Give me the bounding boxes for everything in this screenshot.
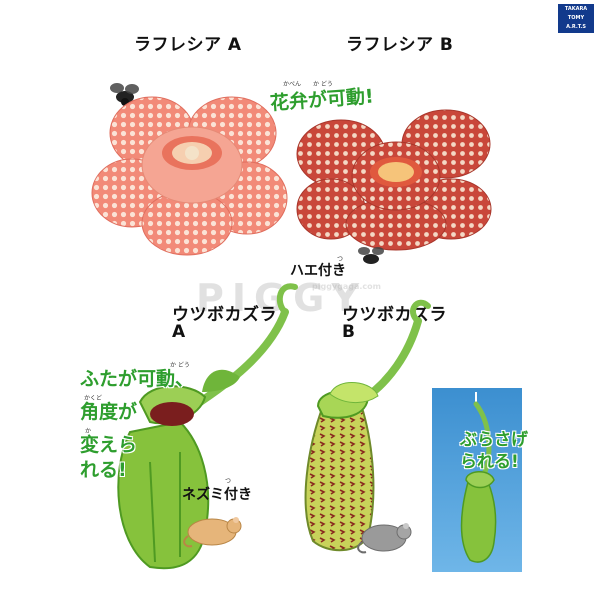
rafflesia-a-image [91,96,288,256]
nepenthes-a-image [117,283,298,570]
brand-line-1: TAKARA [564,6,588,12]
lid-callout-line4: れる! [80,459,127,481]
with-mouse-ruby: つ [225,478,232,485]
nepenthes-a-label-line1: ウツボカズラ [172,305,277,325]
lid-ruby-2: かくど [84,395,103,402]
lid-ruby-3: か [85,428,92,435]
nepenthes-a-label-line2: A [172,322,186,342]
with-fly-callout: ハエ付き [290,263,346,279]
lid-callout-line2: 角度が [80,401,138,423]
brand-logo: TAKARA TOMY A.R.T.S [558,4,594,33]
lid-callout-line3: 変えら [80,434,138,456]
rafflesia-b-image [296,109,492,251]
fly-icon [110,83,139,106]
brand-line-2: TOMY [567,15,585,21]
petals-ruby: かべん か どう [283,81,333,88]
fly-icon-2 [358,247,384,264]
with-mouse-callout: ネズミ付き [182,487,252,503]
with-fly-ruby: つ [337,256,344,263]
nepenthes-b-label-line2: B [342,322,356,342]
rafflesia-a-label: ラフレシア A [134,35,242,55]
mouse-figure-grey [357,523,412,554]
watermark-small: piggygaga.com [312,282,381,291]
rafflesia-b-label: ラフレシア B [346,35,454,55]
hang-callout-line1: ぶらさげ [460,430,528,450]
lid-ruby-1: か どう [170,362,190,369]
nepenthes-b-image [304,299,431,552]
hang-callout-line2: られる! [460,452,519,472]
brand-line-3: A.R.T.S [566,24,586,30]
nepenthes-hanging-image [460,392,497,563]
lid-callout-line1: ふたが可動、 [80,368,195,390]
mouse-figure-tan [183,517,242,548]
